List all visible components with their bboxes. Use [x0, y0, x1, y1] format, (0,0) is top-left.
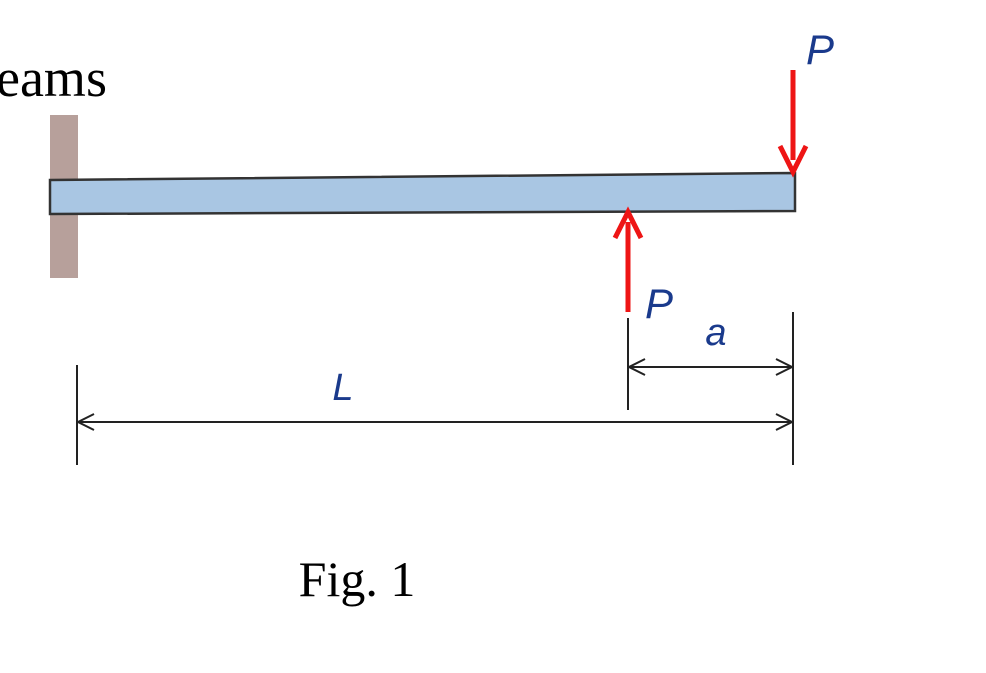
downward-force-arrow — [777, 70, 809, 178]
load-top-label: P — [806, 26, 834, 73]
figure-caption: Fig. 1 — [299, 551, 416, 607]
dimension-lines — [76, 312, 794, 465]
load-bottom-label: P — [645, 280, 673, 327]
beam — [48, 171, 797, 216]
dimension-a-label: a — [705, 312, 726, 354]
dimension-L-label: L — [332, 367, 353, 409]
heading-fragment: eams — [0, 48, 107, 108]
upward-force-arrow — [612, 206, 644, 312]
